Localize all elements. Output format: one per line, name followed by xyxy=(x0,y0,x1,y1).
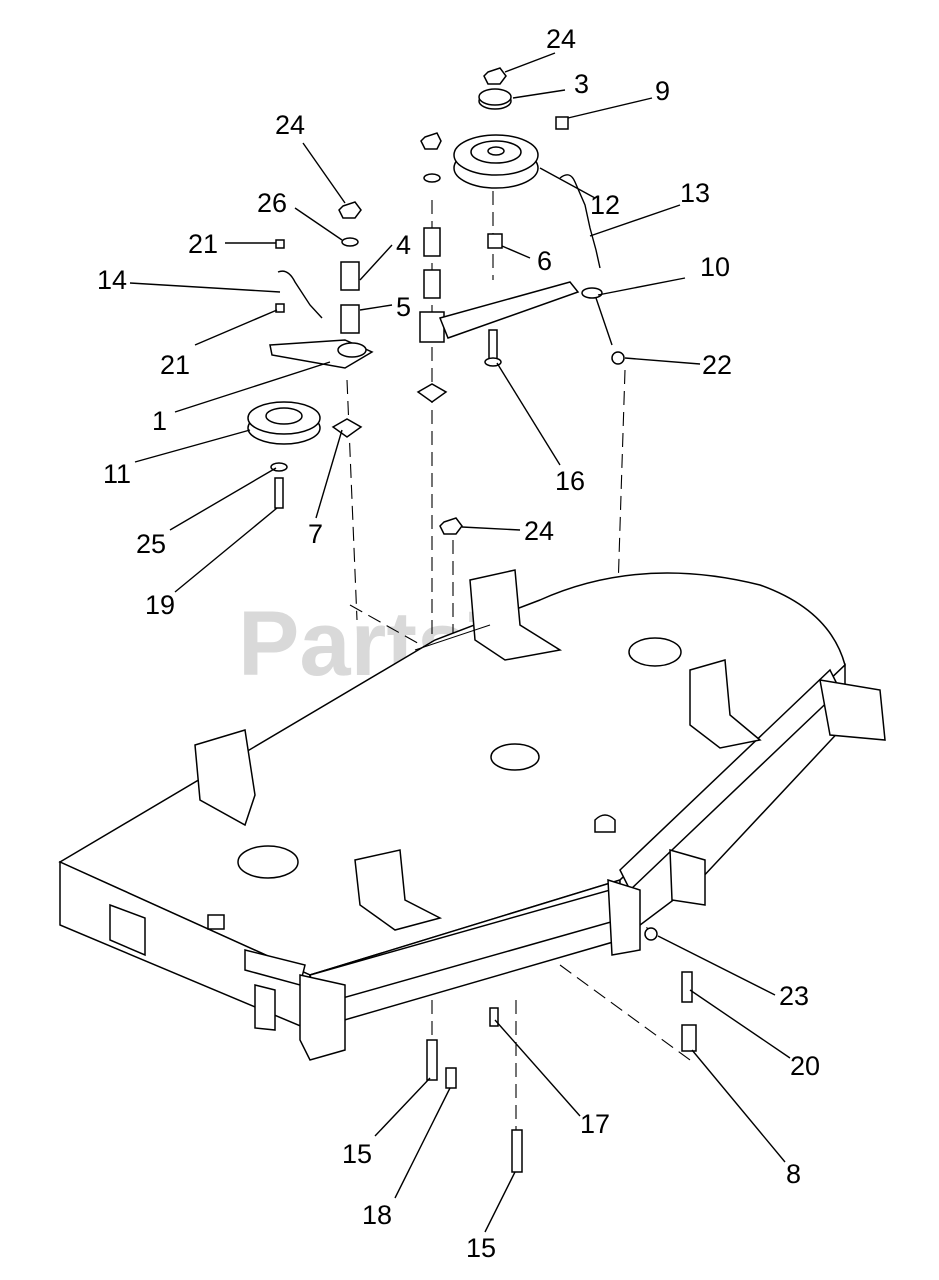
callout-15-bottom: 15 xyxy=(466,1233,496,1263)
callout-20: 20 xyxy=(790,1051,820,1081)
nut-24-mid xyxy=(439,517,463,535)
callout-5: 5 xyxy=(396,292,411,322)
callout-15-left: 15 xyxy=(342,1139,372,1169)
callout-23: 23 xyxy=(779,981,809,1011)
callout-4: 4 xyxy=(396,230,411,260)
callout-21-lower: 21 xyxy=(160,350,190,380)
callout-7: 7 xyxy=(308,519,323,549)
callout-14: 14 xyxy=(97,265,127,295)
callout-6: 6 xyxy=(537,246,552,276)
callout-26: 26 xyxy=(257,188,287,218)
callout-24-left: 24 xyxy=(275,110,305,140)
callout-24-top: 24 xyxy=(546,24,576,54)
callout-3: 3 xyxy=(574,69,589,99)
loose-parts xyxy=(247,67,697,1173)
mower-deck xyxy=(58,569,886,1061)
callout-24-mid: 24 xyxy=(524,516,554,546)
nut-24-left xyxy=(338,201,362,219)
callout-17: 17 xyxy=(580,1109,610,1139)
callout-9: 9 xyxy=(655,76,670,106)
callout-labels: 24 3 9 24 12 13 26 4 21 6 10 14 5 21 22 … xyxy=(97,24,820,1263)
callout-21-upper: 21 xyxy=(188,229,218,259)
callout-18: 18 xyxy=(362,1200,392,1230)
callout-10: 10 xyxy=(700,252,730,282)
callout-22: 22 xyxy=(702,350,732,380)
callout-11: 11 xyxy=(103,459,131,489)
callout-13: 13 xyxy=(680,178,710,208)
callout-1: 1 xyxy=(152,406,167,436)
callout-16: 16 xyxy=(555,466,585,496)
callout-12: 12 xyxy=(590,190,620,220)
nut-24-top xyxy=(483,67,507,85)
callout-19: 19 xyxy=(145,590,175,620)
leader-lines xyxy=(129,52,791,1233)
callout-8: 8 xyxy=(786,1159,801,1189)
callout-25: 25 xyxy=(136,529,166,559)
